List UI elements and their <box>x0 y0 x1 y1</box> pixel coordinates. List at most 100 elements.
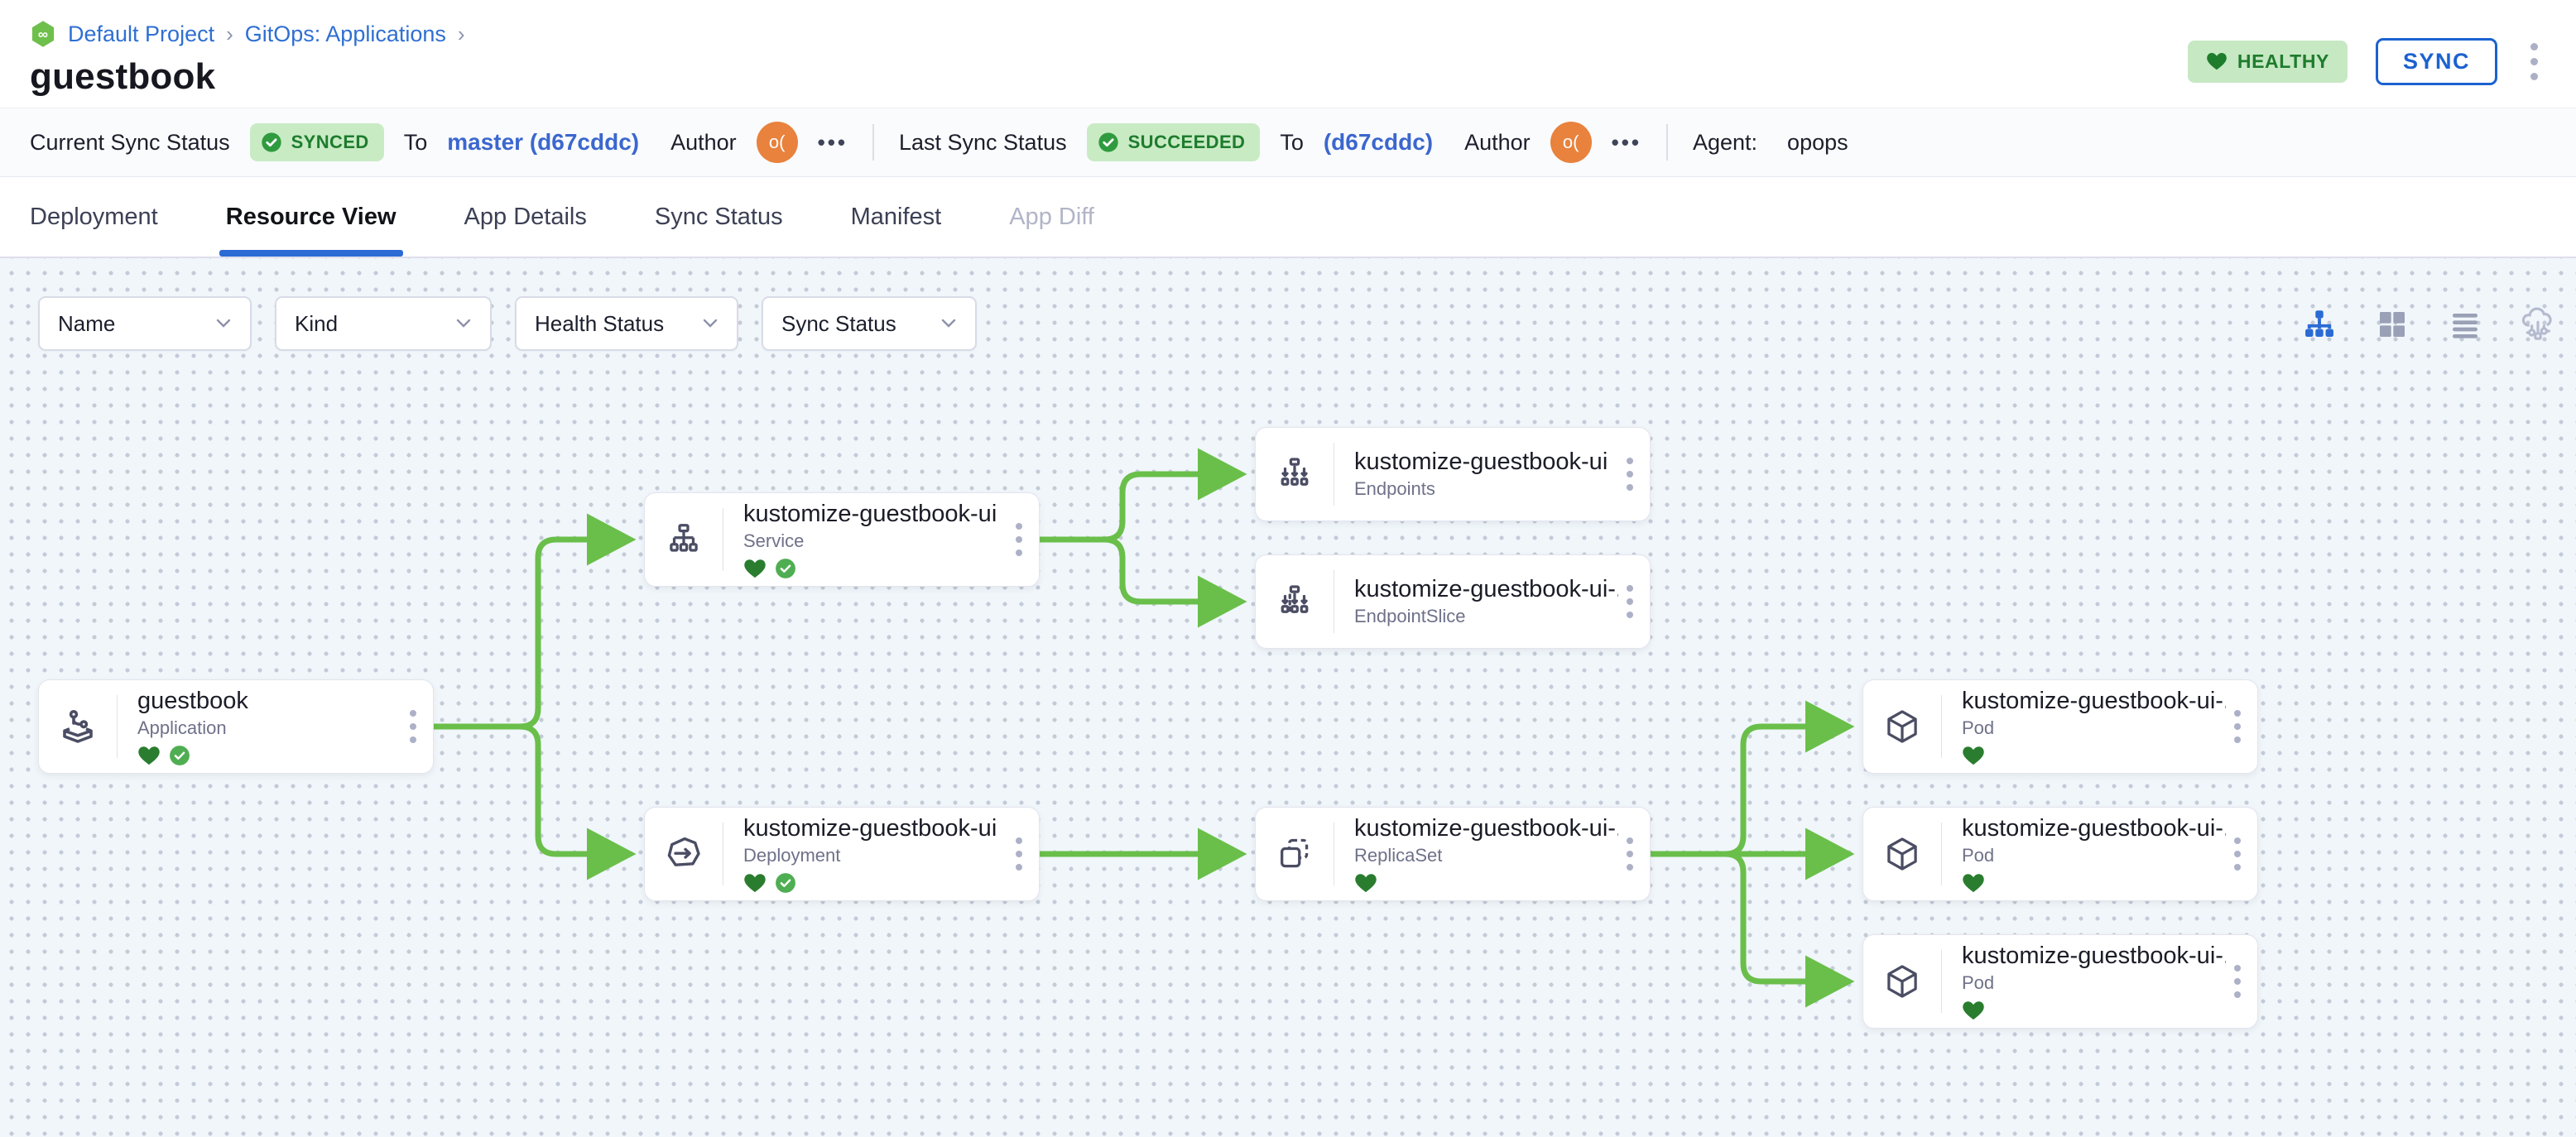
node-card-pod-2[interactable]: kustomize-guestbook-ui-... Pod <box>1862 807 2258 901</box>
synced-check-icon <box>776 558 795 578</box>
node-card-endpoints[interactable]: kustomize-guestbook-ui Endpoints <box>1255 427 1651 521</box>
tab-deployment[interactable]: Deployment <box>30 203 158 230</box>
node-name: kustomize-guestbook-ui-... <box>1962 814 2226 842</box>
divider <box>1941 695 1942 758</box>
app-menu-kebab-icon[interactable] <box>2526 38 2543 85</box>
node-menu-kebab-icon[interactable] <box>1007 515 1039 564</box>
node-card-pod-1[interactable]: kustomize-guestbook-ui-... Pod <box>1862 679 2258 774</box>
divider <box>1665 124 1668 161</box>
node-menu-kebab-icon[interactable] <box>1007 829 1039 879</box>
sync-status-filter-dropdown[interactable]: Sync Status <box>762 296 977 351</box>
svg-text:∞: ∞ <box>38 26 48 42</box>
commit-more-button[interactable]: ••• <box>1611 129 1641 155</box>
tab-manifest[interactable]: Manifest <box>850 203 942 230</box>
divider <box>872 124 874 161</box>
tab-app-diff: App Diff <box>1009 203 1094 230</box>
node-kind: Pod <box>1962 717 1995 738</box>
to-label: To <box>403 129 428 155</box>
cluster-view-icon[interactable] <box>2520 306 2556 343</box>
pod-icon <box>1863 708 1941 746</box>
breadcrumb-separator: › <box>457 21 465 46</box>
last-sync-status-group: Last Sync Status SUCCEEDED To (d67cddc) … <box>899 122 1641 163</box>
health-status-filter-dropdown[interactable]: Health Status <box>515 296 738 351</box>
page-title: guestbook <box>30 56 216 97</box>
node-menu-kebab-icon[interactable] <box>2226 957 2257 1006</box>
node-name: kustomize-guestbook-ui-... <box>1962 942 2226 969</box>
list-view-icon[interactable] <box>2447 306 2483 343</box>
node-kind: Pod <box>1962 971 1995 993</box>
resource-tree-canvas[interactable]: Name Kind Health Status Sync Status <box>0 258 2576 1137</box>
healthy-heart-icon <box>1963 1000 1984 1019</box>
node-card-endpointslice[interactable]: kustomize-guestbook-ui-... EndpointSlice <box>1255 554 1651 649</box>
page-header: ∞ Default Project › GitOps: Applications… <box>0 0 2576 108</box>
node-menu-kebab-icon[interactable] <box>401 702 433 751</box>
node-kind: Pod <box>1962 844 1995 866</box>
status-bar: Current Sync Status SYNCED To master (d6… <box>0 108 2576 177</box>
chevron-down-icon <box>215 318 232 329</box>
tab-resource-view[interactable]: Resource View <box>219 177 403 257</box>
node-name: kustomize-guestbook-ui <box>743 814 997 842</box>
node-name: kustomize-guestbook-ui-... <box>1354 814 1618 842</box>
node-card-service[interactable]: kustomize-guestbook-ui Service <box>644 492 1040 587</box>
breadcrumb-separator: › <box>226 21 233 46</box>
node-card-replicaset[interactable]: kustomize-guestbook-ui-... ReplicaSet <box>1255 807 1651 901</box>
divider <box>1941 950 1942 1013</box>
healthy-heart-icon <box>1355 873 1377 892</box>
to-label: To <box>1280 129 1304 155</box>
breadcrumb-section[interactable]: GitOps: Applications <box>244 21 446 46</box>
last-sync-status-label: Last Sync Status <box>898 129 1067 155</box>
node-name: guestbook <box>137 687 248 714</box>
node-menu-kebab-icon[interactable] <box>1618 829 1650 879</box>
node-menu-kebab-icon[interactable] <box>2226 829 2257 879</box>
tab-sync-status[interactable]: Sync Status <box>654 203 783 230</box>
chevron-down-icon <box>940 318 957 329</box>
agent-value: opops <box>1787 129 1848 155</box>
sync-button[interactable]: SYNC <box>2375 37 2497 85</box>
last-revision-link[interactable]: (d67cddc) <box>1323 129 1434 155</box>
name-filter-dropdown[interactable]: Name <box>38 296 252 351</box>
grid-view-icon[interactable] <box>2374 306 2410 343</box>
node-name: kustomize-guestbook-ui <box>1354 449 1608 475</box>
breadcrumb-project[interactable]: Default Project <box>68 21 215 46</box>
author-avatar[interactable]: o( <box>1550 122 1592 163</box>
endpoints-icon <box>1256 455 1334 493</box>
current-sync-status-label: Current Sync Status <box>30 129 230 155</box>
kind-filter-dropdown[interactable]: Kind <box>275 296 492 351</box>
author-label: Author <box>670 129 737 155</box>
synced-check-icon <box>776 872 795 893</box>
node-name: kustomize-guestbook-ui <box>743 500 997 527</box>
node-kind: EndpointSlice <box>1354 606 1466 626</box>
healthy-heart-icon <box>744 559 766 578</box>
divider <box>1941 823 1942 885</box>
synced-check-icon <box>170 745 190 765</box>
node-card-deployment[interactable]: kustomize-guestbook-ui Deployment <box>644 807 1040 901</box>
node-kind: Service <box>743 530 805 551</box>
healthy-heart-icon <box>1963 873 1984 892</box>
tree-view-icon[interactable] <box>2301 306 2338 343</box>
node-menu-kebab-icon[interactable] <box>1618 577 1650 626</box>
healthy-heart-icon <box>1963 746 1984 765</box>
divider <box>117 695 118 758</box>
tab-app-details[interactable]: App Details <box>464 203 587 230</box>
agent-label: Agent: <box>1692 129 1758 155</box>
deployment-icon <box>645 834 723 874</box>
current-sync-status-group: Current Sync Status SYNCED To master (d6… <box>30 122 848 163</box>
filter-bar: Name Kind Health Status Sync Status <box>38 296 977 351</box>
node-kind: Application <box>137 717 227 738</box>
chevron-down-icon <box>702 318 718 329</box>
succeeded-badge: SUCCEEDED <box>1086 123 1261 161</box>
check-circle-icon <box>1098 132 1118 152</box>
replicaset-icon <box>1256 835 1334 873</box>
node-card-pod-3[interactable]: kustomize-guestbook-ui-... Pod <box>1862 934 2258 1029</box>
node-menu-kebab-icon[interactable] <box>2226 702 2257 751</box>
health-status-badge: HEALTHY <box>2187 40 2348 83</box>
node-card-application[interactable]: guestbook Application <box>38 679 434 774</box>
current-revision-link[interactable]: master (d67cddc) <box>447 129 640 155</box>
node-kind: ReplicaSet <box>1354 844 1443 866</box>
chevron-down-icon <box>455 318 472 329</box>
commit-more-button[interactable]: ••• <box>817 129 848 155</box>
node-menu-kebab-icon[interactable] <box>1618 449 1650 499</box>
healthy-heart-icon <box>744 873 766 892</box>
author-avatar[interactable]: o( <box>756 122 798 163</box>
pod-icon <box>1863 962 1941 1000</box>
